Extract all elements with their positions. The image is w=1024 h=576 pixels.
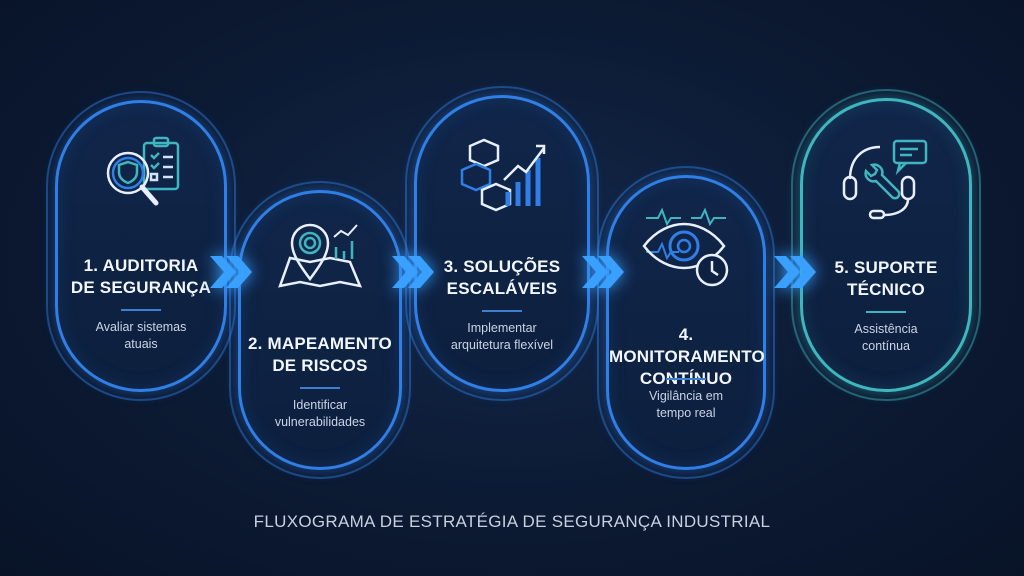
step-5-suporte: 5. SUPORTE TÉCNICO Assistência contínua bbox=[791, 89, 981, 401]
chevron-right-icon bbox=[210, 256, 252, 288]
blocks-growth-chart-icon bbox=[460, 138, 546, 212]
step-title-line: 3. SOLUÇÕES bbox=[443, 257, 561, 276]
desc-line: tempo real bbox=[656, 406, 716, 420]
step-title-line: 2. MAPEAMENTO bbox=[248, 334, 392, 353]
step-2-mapeamento: 2. MAPEAMENTO DE RISCOS Identificar vuln… bbox=[229, 181, 411, 479]
step-title: 1. AUDITORIA DE SEGURANÇA bbox=[58, 255, 224, 299]
desc-line: vulnerabilidades bbox=[274, 415, 366, 429]
desc-line: Vigilância em bbox=[648, 389, 724, 403]
desc-line: arquitetura flexível bbox=[450, 338, 554, 352]
step-description: Implementar arquitetura flexível bbox=[425, 320, 579, 354]
step-title-line: TÉCNICO bbox=[847, 280, 925, 299]
divider bbox=[300, 387, 340, 389]
step-title-line: DE RISCOS bbox=[272, 356, 368, 375]
desc-line: Identificar bbox=[292, 398, 348, 412]
step-description: Avaliar sistemas atuais bbox=[66, 319, 216, 353]
step-4-monitoramento: 4. MONITORAMENTO CONTÍNUO Vigilância em … bbox=[597, 166, 775, 479]
desc-line: atuais bbox=[124, 337, 158, 351]
eye-clock-pulse-icon bbox=[642, 207, 729, 287]
step-title-line: DE SEGURANÇA bbox=[70, 278, 212, 297]
step-description: Identificar vulnerabilidades bbox=[249, 397, 391, 431]
step-3-solucoes: 3. SOLUÇÕES ESCALÁVEIS Implementar arqui… bbox=[405, 86, 599, 401]
step-description: Vigilância em tempo real bbox=[617, 388, 755, 422]
headset-wrench-chat-icon bbox=[842, 139, 928, 220]
divider bbox=[866, 311, 906, 313]
divider bbox=[121, 309, 161, 311]
step-title: 3. SOLUÇÕES ESCALÁVEIS bbox=[417, 256, 587, 300]
desc-line: Avaliar sistemas bbox=[95, 320, 187, 334]
step-title-line: ESCALÁVEIS bbox=[446, 279, 558, 298]
chevron-right-icon bbox=[582, 256, 624, 288]
step-title: 2. MAPEAMENTO DE RISCOS bbox=[241, 333, 399, 377]
step-1-auditoria: 1. AUDITORIA DE SEGURANÇA Avaliar sistem… bbox=[46, 91, 236, 401]
divider bbox=[666, 378, 706, 380]
step-description: Assistência contínua bbox=[811, 321, 961, 355]
step-title: 4. MONITORAMENTO CONTÍNUO bbox=[609, 324, 765, 390]
step-title-line: 4. MONITORAMENTO bbox=[609, 325, 765, 366]
map-pin-chart-icon bbox=[278, 223, 363, 288]
chevron-right-icon bbox=[774, 256, 816, 288]
step-title: 5. SUPORTE TÉCNICO bbox=[803, 257, 969, 301]
chevron-right-icon bbox=[392, 256, 434, 288]
step-title-line: 1. AUDITORIA bbox=[83, 256, 199, 275]
desc-line: Implementar bbox=[467, 321, 537, 335]
divider bbox=[482, 310, 522, 312]
desc-line: Assistência bbox=[854, 322, 918, 336]
step-title-line: 5. SUPORTE bbox=[834, 258, 938, 277]
magnifier-shield-clipboard-icon bbox=[106, 136, 180, 206]
desc-line: contínua bbox=[862, 339, 910, 353]
diagram-caption: FLUXOGRAMA DE ESTRATÉGIA DE SEGURANÇA IN… bbox=[253, 512, 771, 531]
